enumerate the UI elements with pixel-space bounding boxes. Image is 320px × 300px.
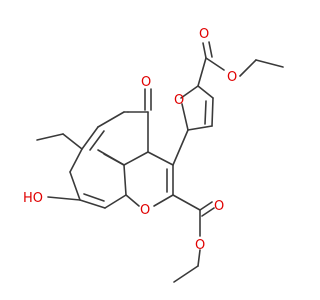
structure-svg: O O O O O O O HO <box>23 27 284 283</box>
chain-ester-carbonyl-oxygen-label: O <box>214 199 224 214</box>
bond <box>255 59 284 68</box>
bond-layer <box>36 41 284 283</box>
bond <box>205 57 225 71</box>
furan-ring-oxygen-label: O <box>174 93 184 108</box>
bond <box>97 111 125 128</box>
furan-ester-ether-oxygen-label: O <box>227 70 237 85</box>
chain-ester-ether-oxygen-label: O <box>195 238 205 253</box>
bond <box>180 85 199 99</box>
bond <box>104 194 127 209</box>
bond <box>208 41 213 58</box>
ketone-oxygen-label: O <box>141 75 151 90</box>
furan-ester-carbonyl-oxygen-label: O <box>199 27 209 42</box>
bond <box>197 85 214 99</box>
bond <box>199 201 213 211</box>
bond <box>173 265 199 283</box>
bond <box>147 151 174 166</box>
bond <box>153 194 174 207</box>
bond <box>62 133 83 150</box>
bond <box>83 193 105 202</box>
bond <box>204 100 207 125</box>
bond <box>79 199 106 209</box>
bond <box>172 194 201 211</box>
atom-label-layer: O O O O O O O HO <box>23 27 237 253</box>
bond <box>187 125 213 131</box>
bond <box>36 133 64 141</box>
bond <box>69 171 81 201</box>
molecule-diagram: O O O O O O O HO <box>23 27 284 283</box>
bond <box>201 207 215 217</box>
bond <box>202 42 207 59</box>
bond <box>239 59 257 77</box>
bond <box>123 164 127 196</box>
chromene-ring-oxygen-label: O <box>140 203 150 218</box>
bond <box>89 130 105 151</box>
bond <box>103 153 125 166</box>
bond <box>81 126 99 150</box>
hydroxyl-label: HO <box>23 191 43 206</box>
bond <box>197 57 207 87</box>
bond <box>181 103 189 131</box>
bond <box>125 194 140 207</box>
bond <box>69 148 83 173</box>
bond <box>172 129 189 166</box>
bond <box>197 249 201 267</box>
bond <box>123 151 149 166</box>
bond <box>211 97 214 127</box>
bond <box>47 196 81 201</box>
